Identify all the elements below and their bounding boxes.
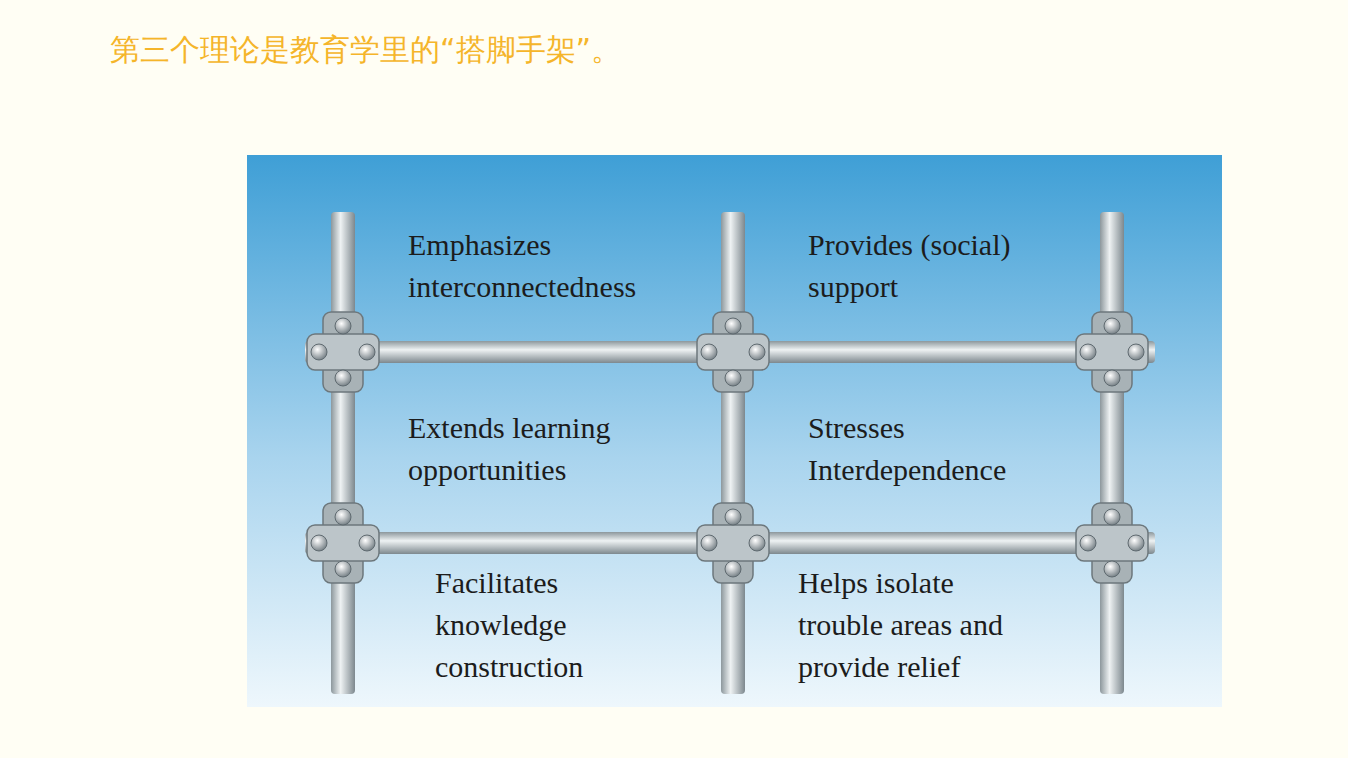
coupler-bolt bbox=[701, 535, 717, 551]
coupler-clamp bbox=[307, 334, 379, 370]
coupler-clamp bbox=[307, 525, 379, 561]
coupler-bolt bbox=[335, 318, 351, 334]
coupler-clamp bbox=[1076, 525, 1148, 561]
coupler-bolt bbox=[701, 344, 717, 360]
scaffold-label: Extends learning opportunities bbox=[408, 407, 648, 491]
coupler-bolt bbox=[1080, 535, 1096, 551]
coupler-bolt bbox=[1104, 561, 1120, 577]
coupler-bolt bbox=[1104, 509, 1120, 525]
scaffold-label: Helps isolate trouble areas and provide … bbox=[798, 562, 1028, 688]
coupler-bolt bbox=[725, 318, 741, 334]
coupler-bolt bbox=[725, 561, 741, 577]
coupler-bolt bbox=[335, 370, 351, 386]
coupler-bolt bbox=[749, 344, 765, 360]
coupler-bolt bbox=[359, 344, 375, 360]
coupler-bolt bbox=[749, 535, 765, 551]
coupler-clamp bbox=[1076, 334, 1148, 370]
scaffold-label: Provides (social) support bbox=[808, 224, 1048, 308]
scaffold-pole bbox=[721, 212, 745, 694]
coupler-clamp bbox=[697, 525, 769, 561]
scaffold-coupler bbox=[697, 503, 769, 583]
scaffold-pole bbox=[331, 212, 355, 694]
scaffold-coupler bbox=[1076, 312, 1148, 392]
coupler-bolt bbox=[725, 509, 741, 525]
coupler-bolt bbox=[1104, 318, 1120, 334]
coupler-bolt bbox=[1080, 344, 1096, 360]
scaffold-coupler bbox=[1076, 503, 1148, 583]
scaffold-label: Stresses Interdependence bbox=[808, 407, 1048, 491]
slide-title: 第三个理论是教育学里的“搭脚手架”。 bbox=[110, 30, 621, 71]
coupler-clamp bbox=[697, 334, 769, 370]
scaffold-pole bbox=[1100, 212, 1124, 694]
coupler-bolt bbox=[1104, 370, 1120, 386]
coupler-bolt bbox=[335, 561, 351, 577]
coupler-bolt bbox=[1128, 344, 1144, 360]
coupler-bolt bbox=[311, 535, 327, 551]
scaffold-coupler bbox=[697, 312, 769, 392]
scaffold-label: Facilitates knowledge construction bbox=[435, 562, 635, 688]
coupler-bolt bbox=[1128, 535, 1144, 551]
sky-background bbox=[247, 155, 1222, 707]
coupler-bolt bbox=[311, 344, 327, 360]
coupler-bolt bbox=[359, 535, 375, 551]
coupler-bolt bbox=[725, 370, 741, 386]
coupler-bolt bbox=[335, 509, 351, 525]
scaffold-label: Emphasizes interconnectedness bbox=[408, 224, 648, 308]
scaffold-coupler bbox=[307, 312, 379, 392]
scaffold-coupler bbox=[307, 503, 379, 583]
